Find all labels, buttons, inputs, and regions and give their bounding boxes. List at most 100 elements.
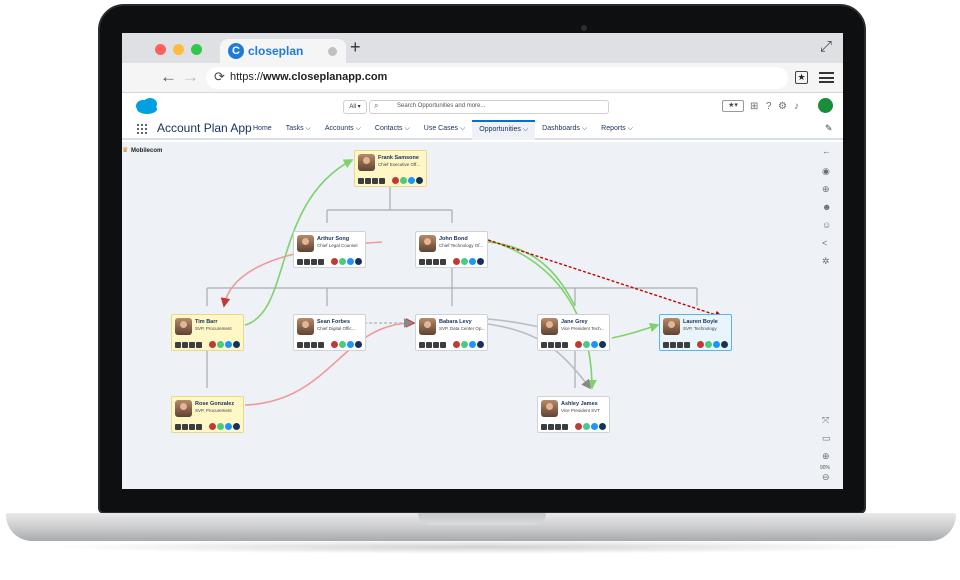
status-badges bbox=[575, 341, 606, 348]
collapse-icon[interactable]: ← bbox=[822, 146, 831, 156]
app-launcher-icon[interactable] bbox=[136, 123, 147, 134]
favorites-button[interactable]: ★▾ bbox=[722, 100, 744, 112]
zoom-out-icon[interactable]: ⊖ bbox=[822, 472, 830, 482]
add-circle-icon[interactable]: ⊕ bbox=[822, 184, 830, 194]
person-card[interactable]: Lauren Boyle SVP, Technology bbox=[659, 314, 732, 351]
eye-icon[interactable]: ◉ bbox=[822, 166, 830, 176]
person-name: Arthur Song bbox=[317, 236, 350, 242]
browser-toolbar: ← → ⟳ https://www.closeplanapp.com ★ bbox=[122, 63, 843, 93]
minimize-dot[interactable] bbox=[173, 44, 184, 55]
person-photo bbox=[663, 318, 680, 335]
person-photo bbox=[175, 400, 192, 417]
hierarchy-lines bbox=[206, 179, 698, 388]
person-title: Chief Legal Counsel bbox=[317, 243, 358, 248]
person-name: Tim Barr bbox=[195, 319, 218, 325]
person-name: Ashley James bbox=[561, 401, 598, 407]
social-icons bbox=[663, 342, 690, 348]
person-name: Rose Gonzalez bbox=[195, 401, 235, 407]
nav-use-cases[interactable]: Use Cases ⌵ bbox=[423, 125, 466, 132]
help-icon[interactable]: ? bbox=[766, 101, 772, 112]
person-name: Jane Grey bbox=[561, 319, 588, 325]
menu-icon[interactable] bbox=[819, 72, 834, 83]
share-icon[interactable]: < bbox=[822, 238, 828, 248]
present-icon[interactable]: ▭ bbox=[822, 433, 831, 443]
fit-icon[interactable]: ⤧ bbox=[822, 415, 830, 425]
status-badges bbox=[331, 258, 362, 265]
person-photo bbox=[541, 318, 558, 335]
nav-contacts[interactable]: Contacts ⌵ bbox=[374, 125, 410, 132]
account-name: Mobilecom bbox=[131, 148, 163, 154]
person-card[interactable]: Tim Barr SVP, Procurement bbox=[171, 314, 244, 351]
close-dot[interactable] bbox=[155, 44, 166, 55]
person-title: SVP, Data Center Op... bbox=[439, 326, 486, 331]
expand-icon[interactable]: ⤢ bbox=[820, 38, 833, 55]
person-title: Vice President Tech... bbox=[561, 326, 605, 331]
status-badges bbox=[392, 177, 423, 184]
status-badges bbox=[697, 341, 728, 348]
nav-dashboards[interactable]: Dashboards ⌵ bbox=[542, 125, 588, 132]
settings-icon[interactable]: ✲ bbox=[822, 256, 830, 266]
social-icons bbox=[297, 342, 324, 348]
forward-icon[interactable]: → bbox=[182, 67, 199, 86]
setup-icon[interactable]: ⚙ bbox=[778, 101, 787, 112]
person-card[interactable]: Rose Gonzalez SVP, Procurement bbox=[171, 396, 244, 433]
new-tab-button[interactable]: + bbox=[350, 37, 361, 57]
camera-dot bbox=[581, 25, 587, 31]
zoom-dot[interactable] bbox=[191, 44, 202, 55]
social-icons bbox=[541, 424, 568, 430]
social-icons bbox=[419, 259, 446, 265]
bookmark-icon[interactable]: ★ bbox=[795, 71, 808, 84]
person-card[interactable]: Jane Grey Vice President Tech... bbox=[537, 314, 610, 351]
app-name: Account Plan App bbox=[157, 121, 252, 135]
url-text: https://www.closeplanapp.com bbox=[230, 71, 388, 83]
nav-accounts[interactable]: Accounts ⌵ bbox=[324, 125, 361, 132]
status-badges bbox=[575, 423, 606, 430]
person-photo bbox=[358, 154, 375, 171]
crown-icon: ♛ bbox=[122, 147, 129, 154]
person-photo bbox=[297, 318, 314, 335]
person-card[interactable]: Sean Forbes Chief Digital Offic... bbox=[293, 314, 366, 351]
person-photo bbox=[419, 235, 436, 252]
address-bar[interactable]: ⟳ https://www.closeplanapp.com bbox=[206, 67, 788, 89]
nav-tasks[interactable]: Tasks ⌵ bbox=[285, 125, 311, 132]
person-photo bbox=[541, 400, 558, 417]
global-search-input[interactable]: ⌕ Search Opportunities and more... bbox=[369, 100, 609, 114]
social-icons bbox=[175, 424, 202, 430]
user-avatar[interactable] bbox=[818, 98, 833, 113]
influence-dashed-link bbox=[487, 239, 724, 319]
bell-icon[interactable]: ♪ bbox=[794, 101, 799, 112]
tab-title: closeplan bbox=[248, 44, 304, 58]
people-icon[interactable]: ☻ bbox=[822, 202, 832, 212]
add-icon[interactable]: ⊞ bbox=[750, 101, 759, 112]
person-icon[interactable]: ☺ bbox=[822, 220, 832, 230]
search-icon: ⌕ bbox=[374, 101, 379, 110]
person-photo bbox=[419, 318, 436, 335]
search-placeholder: Search Opportunities and more... bbox=[397, 103, 486, 109]
salesforce-cloud-icon[interactable] bbox=[134, 97, 160, 115]
nav-home[interactable]: Home bbox=[253, 125, 272, 132]
edit-icon[interactable]: ✎ bbox=[825, 123, 833, 133]
browser-tabbar: C closeplan + ⤢ bbox=[122, 33, 843, 63]
person-card[interactable]: Ashley James Vice President SVT bbox=[537, 396, 610, 433]
person-title: SVP, Technology bbox=[683, 326, 717, 331]
search-scope-select[interactable]: All ▾ bbox=[343, 100, 367, 114]
person-card[interactable]: Babara Levy SVP, Data Center Op... bbox=[415, 314, 488, 351]
status-badges bbox=[209, 423, 240, 430]
person-card[interactable]: Frank Samsone Chief Executive Off... bbox=[354, 150, 427, 187]
browser-tab[interactable]: C closeplan bbox=[220, 39, 346, 63]
back-icon[interactable]: ← bbox=[160, 67, 177, 86]
tab-close-icon[interactable] bbox=[328, 47, 337, 56]
person-card[interactable]: Arthur Song Chief Legal Counsel bbox=[293, 231, 366, 268]
nav-reports[interactable]: Reports ⌵ bbox=[601, 125, 633, 132]
person-name: Lauren Boyle bbox=[683, 319, 718, 325]
status-badges bbox=[209, 341, 240, 348]
person-photo bbox=[297, 235, 314, 252]
person-title: SVP, Procurement bbox=[195, 408, 232, 413]
zoom-in-icon[interactable]: ⊕ bbox=[822, 451, 830, 461]
status-badges bbox=[453, 258, 484, 265]
reload-icon[interactable]: ⟳ bbox=[214, 69, 225, 84]
nav-items: Home Tasks ⌵ Accounts ⌵ Contacts ⌵ Use C… bbox=[246, 120, 640, 140]
person-card[interactable]: John Bond Chief Technology Of... bbox=[415, 231, 488, 268]
nav-opportunities[interactable]: Opportunities ⌵ bbox=[472, 120, 536, 140]
